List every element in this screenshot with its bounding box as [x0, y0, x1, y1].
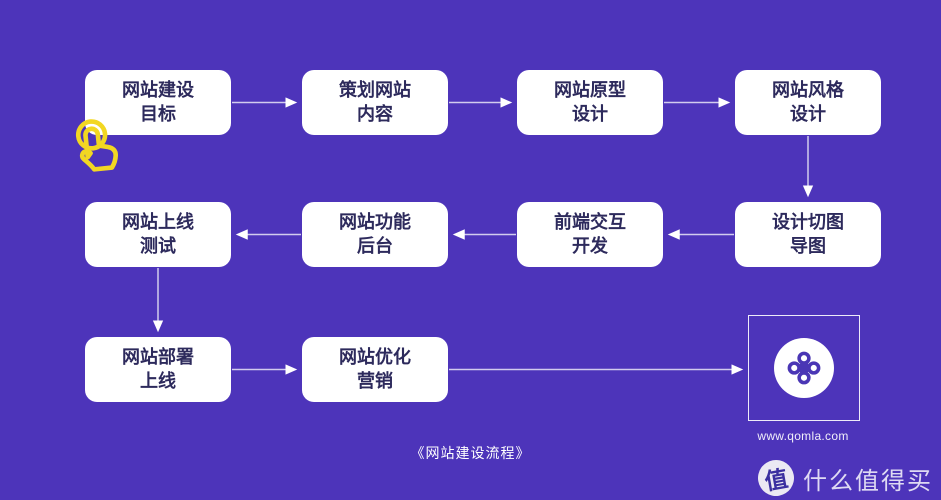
flow-node-plan-content: 策划网站 内容 [302, 70, 448, 135]
flow-node-frontend-dev: 前端交互 开发 [517, 202, 663, 267]
flow-node-deploy-launch: 网站部署 上线 [85, 337, 231, 402]
qomla-logo-box [748, 315, 860, 421]
smzdm-badge-icon: 值 [755, 457, 797, 499]
tap-cursor-icon [75, 119, 119, 172]
smzdm-watermark-text: 什么值得买 [803, 467, 933, 495]
qomla-logo-circle [774, 338, 834, 398]
diagram-caption: 《网站建设流程》 [410, 445, 531, 461]
flow-node-prototype-design: 网站原型 设计 [517, 70, 663, 135]
flow-node-optimize-marketing: 网站优化 营销 [302, 337, 448, 402]
qomla-clover-icon [787, 351, 821, 385]
flow-node-website-goal: 网站建设 目标 [85, 70, 231, 135]
flow-node-launch-testing: 网站上线 测试 [85, 202, 231, 267]
flow-node-function-backend: 网站功能 后台 [302, 202, 448, 267]
flow-node-style-design: 网站风格 设计 [735, 70, 881, 135]
flow-node-design-slicing: 设计切图 导图 [735, 202, 881, 267]
smzdm-watermark: 值 什么值得买 [755, 457, 933, 499]
qomla-url: www.qomla.com [757, 429, 849, 443]
